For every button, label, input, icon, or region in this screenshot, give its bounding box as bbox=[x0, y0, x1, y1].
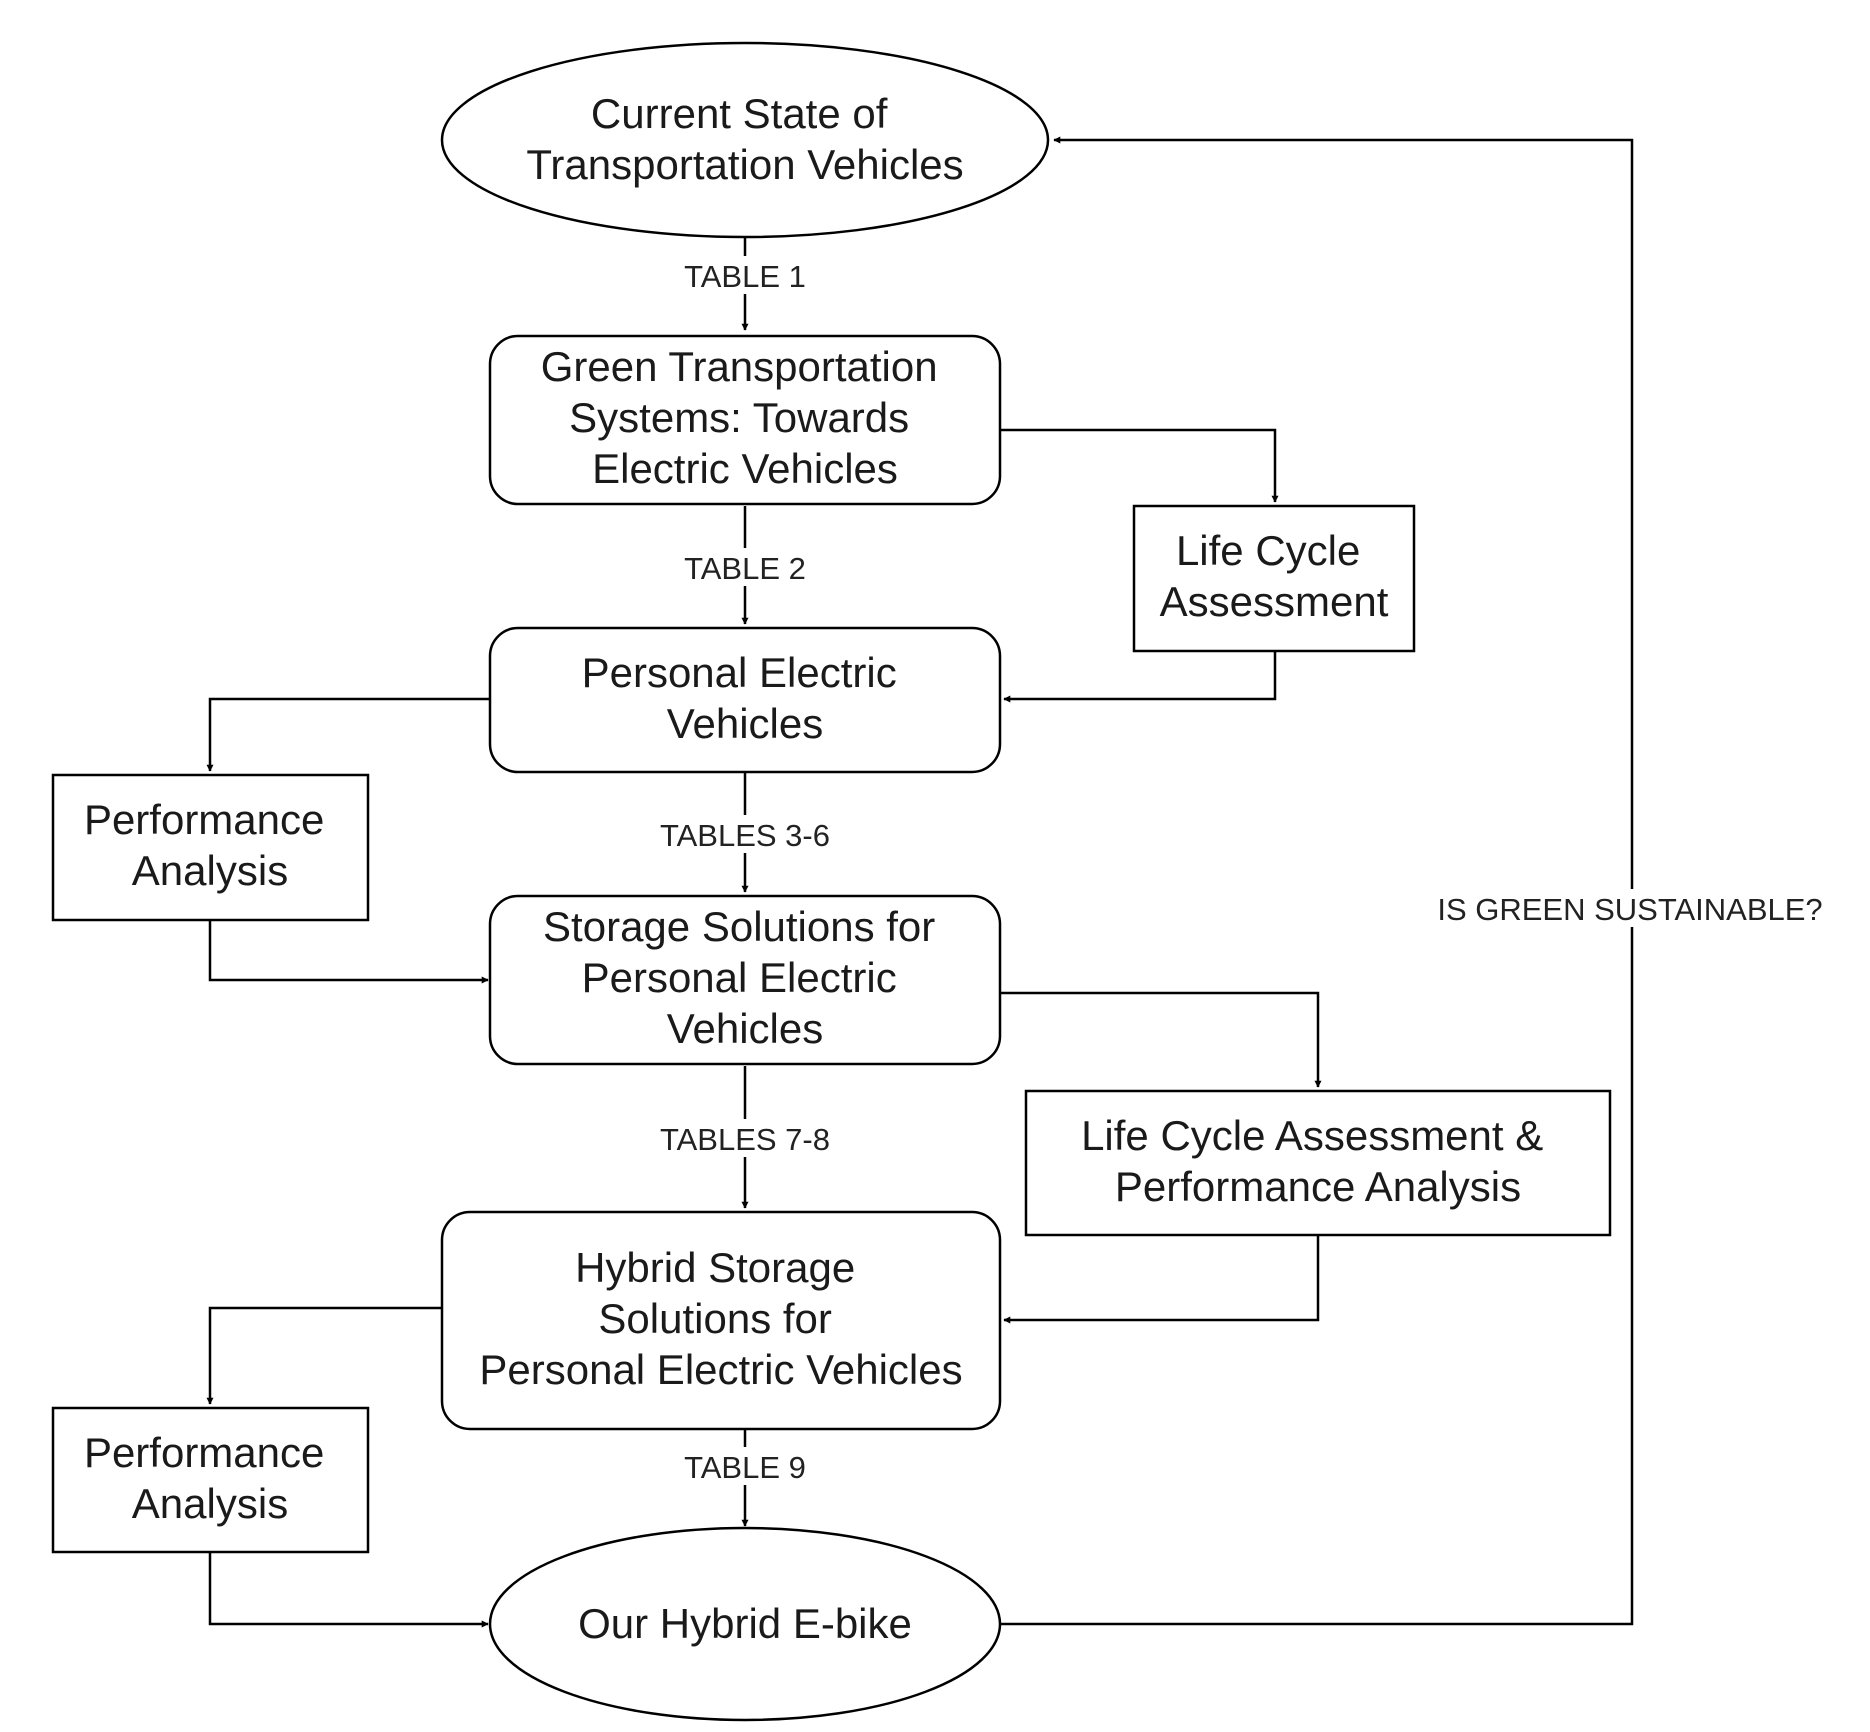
node-current-state-line-2: Transportation Vehicles bbox=[526, 141, 963, 188]
svg-text:Personal Electric Vehicl: Personal Electric Vehicles bbox=[582, 649, 909, 747]
node-lca-line-2: Assessment bbox=[1160, 578, 1389, 625]
edge-storage-to-lcaperf bbox=[1000, 991, 1322, 1088]
edge-label-table1: TABLE 1 bbox=[684, 259, 806, 294]
node-personal-ev-line-1: Personal Electric bbox=[582, 649, 897, 696]
node-our-hybrid-ebike: Our Hybrid E-bike bbox=[488, 1526, 1002, 1722]
node-perf2-line-1: Performance bbox=[84, 1429, 324, 1476]
edge-lcaperf-to-hybrid bbox=[1003, 1236, 1320, 1324]
node-lca-and-performance: Life Cycle Assessment & Performance Anal… bbox=[1024, 1089, 1612, 1237]
node-life-cycle-assessment: Life Cycle Assessment bbox=[1132, 504, 1416, 653]
svg-text:Our Hybrid E-bike: Our Hybrid E-bike bbox=[578, 1600, 912, 1647]
svg-text:Life Cycle Assessment &: Life Cycle Assessment & Performance Anal… bbox=[1081, 1112, 1555, 1210]
node-lca-line-1: Life Cycle bbox=[1176, 527, 1360, 574]
node-lca-perf-line-2: Performance Analysis bbox=[1115, 1163, 1521, 1210]
edge-hybrid-to-perf2 bbox=[206, 1306, 442, 1405]
node-green-transport-line-1: Green Transportation bbox=[541, 343, 938, 390]
edge-personal-to-perf1 bbox=[206, 697, 490, 772]
node-personal-electric-vehicles: Personal Electric Vehicles bbox=[488, 626, 1002, 774]
svg-text:Life Cycle Assessment: Life Cycle Assessment bbox=[1160, 527, 1389, 625]
node-perf1-line-2: Analysis bbox=[132, 847, 288, 894]
node-storage-solutions: Storage Solutions for Personal Electric … bbox=[488, 894, 1002, 1066]
node-hybrid-storage-solutions: Hybrid Storage Solutions for Personal El… bbox=[440, 1210, 1002, 1431]
node-ebike-line-1: Our Hybrid E-bike bbox=[578, 1600, 912, 1647]
edge-label-tables3-6: TABLES 3-6 bbox=[660, 818, 830, 853]
edge-perf1-to-storage bbox=[208, 921, 489, 984]
node-perf2-line-2: Analysis bbox=[132, 1480, 288, 1527]
node-hybrid-line-3: Personal Electric Vehicles bbox=[479, 1346, 962, 1393]
node-perf1-line-1: Performance bbox=[84, 796, 324, 843]
edge-lca-to-personal bbox=[1003, 652, 1277, 703]
node-lca-perf-line-1: Life Cycle Assessment & bbox=[1081, 1112, 1543, 1159]
svg-text:Green Transportation Sys: Green Transportation Systems: Towards El… bbox=[541, 343, 950, 492]
node-current-state-line-1: Current State of bbox=[591, 90, 888, 137]
edge-label-feedback: IS GREEN SUSTAINABLE? bbox=[1437, 892, 1822, 927]
edge-label-table2: TABLE 2 bbox=[684, 551, 806, 586]
node-green-transport: Green Transportation Systems: Towards El… bbox=[488, 334, 1002, 506]
edge-green-to-lca bbox=[1000, 428, 1279, 503]
node-personal-ev-line-2: Vehicles bbox=[667, 700, 823, 747]
node-hybrid-line-2: Solutions for bbox=[598, 1295, 831, 1342]
node-green-transport-line-3: Electric Vehicles bbox=[592, 445, 898, 492]
edge-perf2-to-ebike bbox=[208, 1553, 489, 1628]
node-storage-line-2: Personal Electric bbox=[582, 954, 897, 1001]
node-green-transport-line-2: Systems: Towards bbox=[569, 394, 909, 441]
node-hybrid-line-1: Hybrid Storage bbox=[575, 1244, 855, 1291]
svg-text:Performance Analysis: Performance Analysis bbox=[84, 1429, 336, 1527]
edge-label-tables7-8: TABLES 7-8 bbox=[660, 1122, 830, 1157]
node-storage-line-3: Vehicles bbox=[667, 1005, 823, 1052]
node-storage-line-1: Storage Solutions for bbox=[543, 903, 935, 950]
svg-text:Storage Solutions for Pe: Storage Solutions for Personal Electric … bbox=[543, 903, 947, 1052]
svg-text:Performance Analysis: Performance Analysis bbox=[84, 796, 336, 894]
svg-text:Hybrid Storage Solutions: Hybrid Storage Solutions for Personal El… bbox=[479, 1244, 962, 1393]
node-current-state: Current State of Transportation Vehicles bbox=[440, 41, 1050, 239]
node-performance-analysis-1: Performance Analysis bbox=[51, 773, 370, 922]
node-performance-analysis-2: Performance Analysis bbox=[51, 1406, 370, 1554]
edges bbox=[206, 136, 1634, 1628]
edge-label-table9: TABLE 9 bbox=[684, 1450, 806, 1485]
edge-feedback-loop bbox=[1000, 136, 1634, 1626]
edge-labels: TABLE 1 TABLE 2 TABLES 3-6 TABLES 7-8 TA… bbox=[650, 256, 1844, 1485]
svg-text:Current State of Transpo: Current State of Transportation Vehicles bbox=[526, 90, 963, 188]
